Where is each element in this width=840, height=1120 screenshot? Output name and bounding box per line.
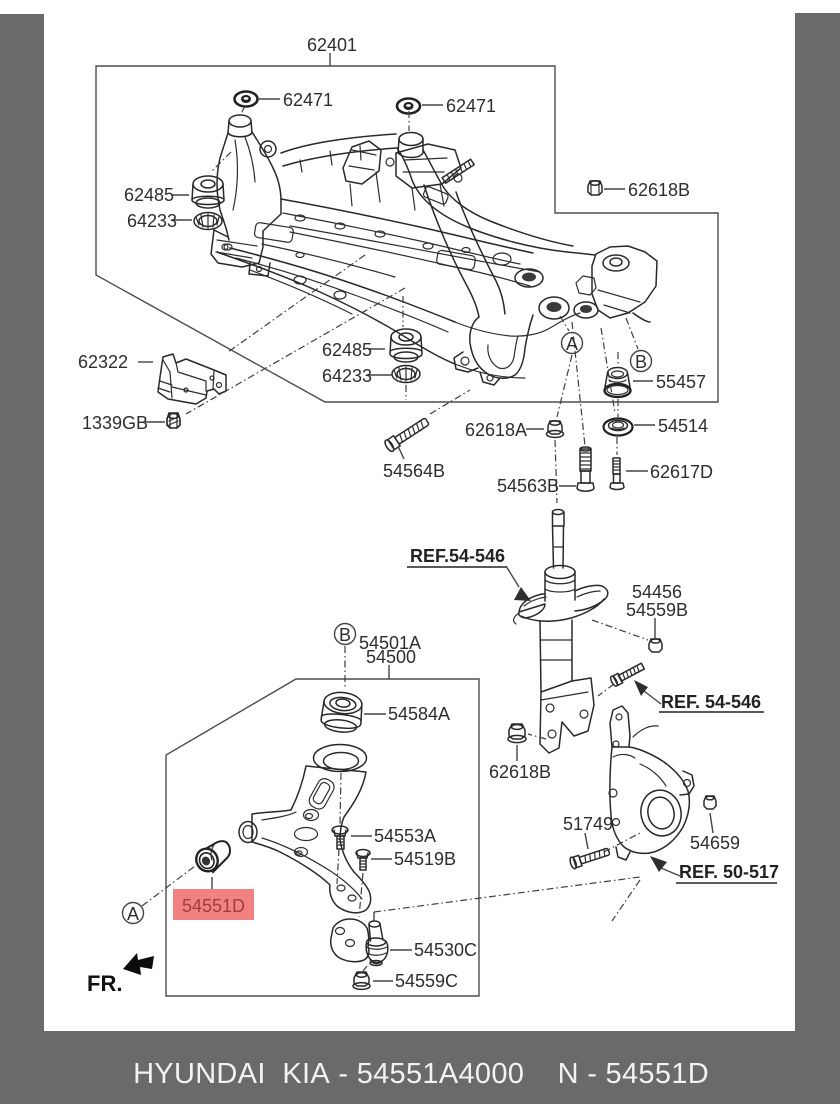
svg-text:55457: 55457 — [656, 372, 706, 392]
svg-text:A: A — [566, 334, 578, 354]
svg-text:54563B: 54563B — [497, 476, 559, 496]
svg-text:54559B: 54559B — [626, 600, 688, 620]
svg-text:64233: 64233 — [127, 211, 177, 231]
svg-text:54553A: 54553A — [374, 826, 436, 846]
svg-text:54584A: 54584A — [388, 704, 450, 724]
svg-text:54551D: 54551D — [182, 896, 245, 916]
svg-text:62618B: 62618B — [489, 762, 551, 782]
svg-text:B: B — [635, 352, 647, 372]
svg-text:54530C: 54530C — [414, 940, 477, 960]
svg-text:64233: 64233 — [322, 366, 372, 386]
svg-text:54501A: 54501A — [359, 633, 421, 653]
svg-text:REF. 50-517: REF. 50-517 — [679, 862, 779, 882]
svg-text:54659: 54659 — [690, 833, 740, 853]
svg-text:62485: 62485 — [322, 340, 372, 360]
svg-text:FR.: FR. — [87, 971, 122, 996]
svg-text:62322: 62322 — [78, 352, 128, 372]
svg-text:54500: 54500 — [366, 647, 416, 667]
svg-text:62471: 62471 — [446, 96, 496, 116]
svg-text:62618B: 62618B — [628, 180, 690, 200]
svg-text:54564B: 54564B — [383, 461, 445, 481]
svg-text:62617D: 62617D — [650, 462, 713, 482]
svg-text:B: B — [339, 625, 351, 645]
svg-text:62401: 62401 — [307, 35, 357, 55]
svg-text:REF.54-546: REF.54-546 — [410, 546, 505, 566]
svg-text:62485: 62485 — [124, 185, 174, 205]
svg-text:62618A: 62618A — [465, 420, 527, 440]
svg-text:54519B: 54519B — [394, 849, 456, 869]
svg-text:54456: 54456 — [632, 582, 682, 602]
svg-text:A: A — [127, 904, 139, 924]
svg-text:1339GB: 1339GB — [82, 413, 148, 433]
svg-text:54514: 54514 — [658, 416, 708, 436]
svg-text:54559C: 54559C — [395, 971, 458, 991]
svg-text:HYUNDAI KIA - 54551A4000 N: HYUNDAI KIA - 54551A4000 N - 54551D — [133, 1058, 709, 1090]
svg-text:62471: 62471 — [283, 90, 333, 110]
svg-text:REF. 54-546: REF. 54-546 — [661, 692, 761, 712]
svg-text:51749: 51749 — [563, 814, 613, 834]
